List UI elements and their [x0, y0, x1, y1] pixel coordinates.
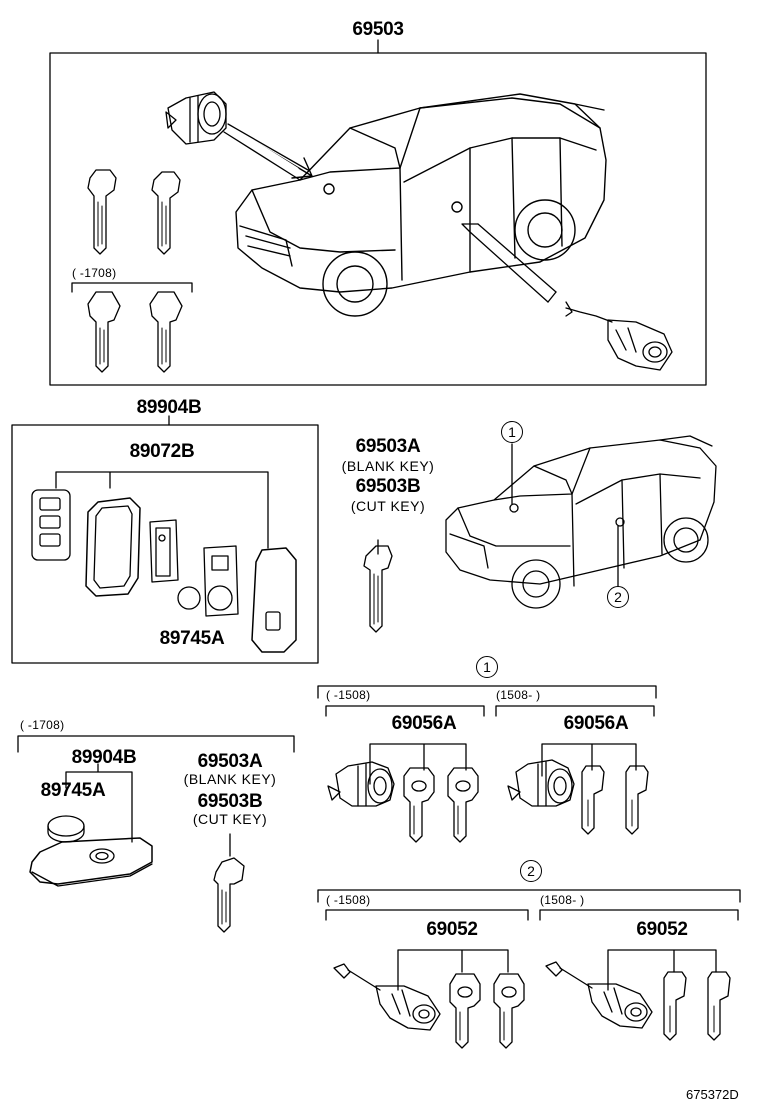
- bracket-1-early: [325, 705, 485, 717]
- assembly-69503-frame: [49, 52, 707, 386]
- cut-key-note-old: (CUT KEY): [192, 811, 268, 827]
- part-number-69052-late: 69052: [636, 919, 688, 940]
- vehicle-illustration-middle: [445, 435, 717, 609]
- bracket-69056a-2: [541, 743, 637, 777]
- key-69503-old: [213, 833, 245, 933]
- bracket-1-late: [495, 705, 655, 717]
- bracket-69056a-1: [369, 743, 467, 785]
- key-69503-center: [363, 539, 393, 633]
- bracket-69052-2: [607, 949, 717, 991]
- part-number-69052-early: 69052: [426, 919, 478, 940]
- emergency-keys-top: [87, 169, 181, 255]
- part-number-69056a-late: 69056A: [563, 713, 629, 734]
- bracket-group-1: [317, 685, 657, 699]
- ignition-cylinder-illustration: [165, 91, 227, 145]
- lock-set-69056a-early: [327, 761, 479, 843]
- blank-key-note-old: (BLANK KEY): [183, 771, 277, 787]
- lock-set-69056a-late: [507, 759, 649, 835]
- door-lock-set-69052-early: [333, 963, 525, 1049]
- door-cylinder-illustration: [565, 301, 673, 371]
- arrow-to-door: [469, 223, 557, 303]
- door-lock-set-69052-late: [545, 961, 731, 1041]
- date-range-top-keys: ( -1708): [72, 266, 117, 280]
- cut-key-note: (CUT KEY): [350, 498, 426, 514]
- bracket-old-transmitter: [17, 735, 295, 753]
- bracket-group-2: [317, 889, 741, 903]
- diagram-id: 675372D: [686, 1087, 739, 1102]
- part-number-89072b: 89072B: [129, 441, 195, 462]
- callout-1: 1: [501, 421, 523, 443]
- date-range-set2-late: (1508- ): [540, 893, 585, 907]
- bracket-top-keys: [71, 282, 193, 293]
- transmitter-frame: [11, 424, 319, 664]
- date-range-set2-early: ( -1508): [326, 893, 371, 907]
- part-number-69056a-early: 69056A: [391, 713, 457, 734]
- part-number-69503: 69503: [352, 19, 404, 40]
- old-transmitter-parts: [29, 815, 153, 887]
- part-number-69503a: 69503A: [355, 436, 421, 457]
- date-range-old-transmitter: ( -1708): [20, 718, 65, 732]
- part-number-69503b: 69503B: [355, 476, 421, 497]
- part-number-89745a-old: 89745A: [40, 780, 106, 801]
- group-2-callout: 2: [520, 860, 542, 882]
- bracket-89072b: [55, 471, 269, 549]
- callout-2: 2: [607, 586, 629, 608]
- emergency-keys-top-old: [87, 291, 183, 373]
- bracket-2-early: [325, 909, 529, 921]
- bracket-69052-1: [397, 949, 509, 991]
- transmitter-parts: [31, 489, 297, 653]
- part-number-89904b: 89904B: [136, 397, 202, 418]
- blank-key-note: (BLANK KEY): [341, 458, 435, 474]
- part-number-89904b-old: 89904B: [71, 747, 137, 768]
- date-range-set1-early: ( -1508): [326, 688, 371, 702]
- group-1-callout: 1: [476, 656, 498, 678]
- part-number-89745a: 89745A: [159, 628, 225, 649]
- bracket-2-late: [539, 909, 739, 921]
- date-range-set1-late: (1508- ): [496, 688, 541, 702]
- part-number-69503a-old: 69503A: [197, 751, 263, 772]
- bracket-89904b-old: [65, 763, 133, 843]
- part-number-69503b-old: 69503B: [197, 791, 263, 812]
- vehicle-illustration-top: [235, 93, 607, 317]
